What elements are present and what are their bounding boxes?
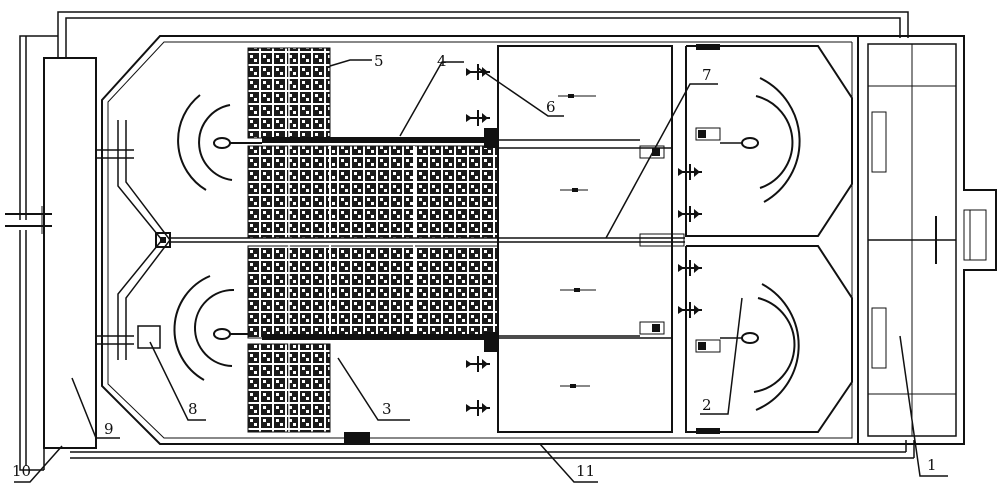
process-pipes [170,128,685,444]
label-5: 5 [374,52,384,70]
middle-compartments [497,45,673,433]
label-7: 7 [702,66,712,84]
aerator-group [465,63,703,417]
inlet-distributor [96,120,171,360]
outer-return-pipe [19,11,915,471]
label-9: 9 [104,420,114,438]
sludge-box [137,325,161,349]
label-10: 10 [12,462,31,480]
outlet-building [858,35,997,445]
label-2: 2 [702,396,712,414]
aeration-arcs-left-top [177,94,262,191]
label-6: 6 [546,98,556,116]
callout-labels: 1 2 3 4 5 6 7 8 9 10 11 [12,52,937,480]
main-tank-outline [101,35,859,445]
biofilm-media-blocks [247,47,499,433]
label-8: 8 [188,400,198,418]
label-4: 4 [437,52,447,70]
label-3: 3 [382,400,392,418]
right-settling-compartments [685,45,853,433]
distribution-channel [43,57,97,449]
leader-lines [14,59,948,483]
label-1: 1 [927,456,937,474]
label-11: 11 [576,462,595,480]
